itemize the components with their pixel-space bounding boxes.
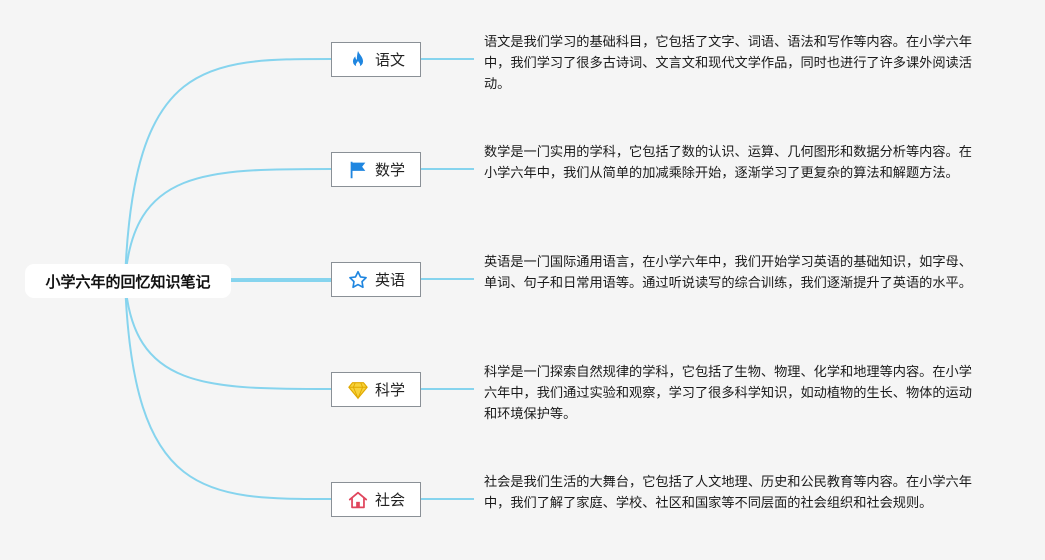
diamond-icon bbox=[347, 379, 369, 401]
branch-node-society[interactable]: 社会 bbox=[331, 482, 421, 517]
description-text: 英语是一门国际通用语言，在小学六年中，我们开始学习英语的基础知识，如字母、单词、… bbox=[484, 255, 972, 291]
root-title: 小学六年的回忆知识笔记 bbox=[45, 272, 211, 291]
description-text: 科学是一门探索自然规律的学科，它包括了生物、物理、化学和地理等内容。在小学六年中… bbox=[484, 365, 972, 422]
branch-label: 英语 bbox=[374, 271, 405, 289]
connector-root-branch-3 bbox=[124, 280, 332, 390]
connector-root-branch-0 bbox=[124, 58, 332, 282]
fire-icon bbox=[347, 49, 369, 71]
branch-label: 语文 bbox=[374, 51, 405, 69]
description-text: 社会是我们生活的大舞台，它包括了人文地理、历史和公民教育等内容。在小学六年中，我… bbox=[484, 475, 972, 511]
branch-node-science[interactable]: 科学 bbox=[331, 372, 421, 407]
branch-node-chinese[interactable]: 语文 bbox=[331, 42, 421, 77]
description-text: 数学是一门实用的学科，它包括了数的认识、运算、几何图形和数据分析等内容。在小学六… bbox=[484, 145, 972, 181]
branch-node-math[interactable]: 数学 bbox=[331, 152, 421, 187]
home-icon bbox=[347, 489, 369, 511]
branch-node-english[interactable]: 英语 bbox=[331, 262, 421, 297]
branch-label: 数学 bbox=[374, 161, 405, 179]
branch-label: 科学 bbox=[374, 381, 405, 399]
connector-root-branch-4 bbox=[124, 280, 332, 500]
connector-root-branch-1 bbox=[124, 168, 332, 282]
star-icon bbox=[347, 269, 369, 291]
root-node[interactable]: 小学六年的回忆知识笔记 bbox=[25, 264, 231, 298]
branch-label: 社会 bbox=[374, 491, 405, 509]
description-text: 语文是我们学习的基础科目，它包括了文字、词语、语法和写作等内容。在小学六年中，我… bbox=[484, 35, 972, 92]
flag-icon bbox=[347, 159, 369, 181]
